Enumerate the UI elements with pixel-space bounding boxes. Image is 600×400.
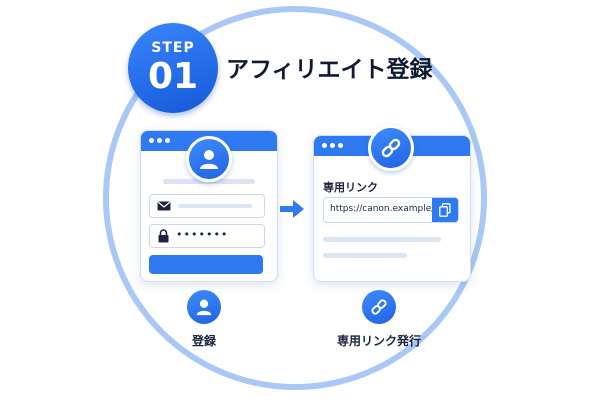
issue-link-icon bbox=[362, 290, 396, 324]
password-field[interactable]: ••••••• bbox=[149, 224, 265, 248]
password-mask: ••••••• bbox=[176, 228, 229, 241]
placeholder-line bbox=[323, 253, 407, 258]
arrow-right-icon bbox=[280, 200, 304, 218]
window-dot bbox=[165, 138, 170, 143]
placeholder-line bbox=[323, 237, 441, 242]
register-caption: 登録 bbox=[191, 334, 216, 348]
email-field[interactable] bbox=[149, 194, 265, 218]
url-text: https://canon.example/xxx bbox=[330, 204, 451, 214]
mail-icon bbox=[157, 201, 171, 211]
window-dot bbox=[338, 143, 343, 148]
issue-link-caption: 専用リンク発行 bbox=[336, 334, 421, 348]
page-title: アフィリエイト登録 bbox=[226, 57, 433, 83]
window-dot bbox=[157, 138, 162, 143]
register-user-icon bbox=[187, 290, 221, 324]
step-number: 01 bbox=[147, 56, 199, 97]
url-field[interactable]: https://canon.example/xxx bbox=[323, 197, 459, 223]
step-badge: STEP 01 bbox=[128, 23, 218, 113]
window-dot bbox=[322, 143, 327, 148]
step-label: STEP bbox=[151, 40, 195, 56]
lock-icon bbox=[158, 229, 169, 243]
copy-button[interactable] bbox=[432, 198, 458, 222]
link-icon bbox=[368, 125, 414, 171]
email-placeholder-line bbox=[178, 204, 252, 208]
window-dot bbox=[330, 143, 335, 148]
window-dot bbox=[149, 138, 154, 143]
user-icon bbox=[186, 136, 232, 182]
copy-icon bbox=[439, 203, 451, 217]
register-submit-button[interactable] bbox=[149, 255, 263, 274]
link-heading: 専用リンク bbox=[323, 181, 378, 194]
